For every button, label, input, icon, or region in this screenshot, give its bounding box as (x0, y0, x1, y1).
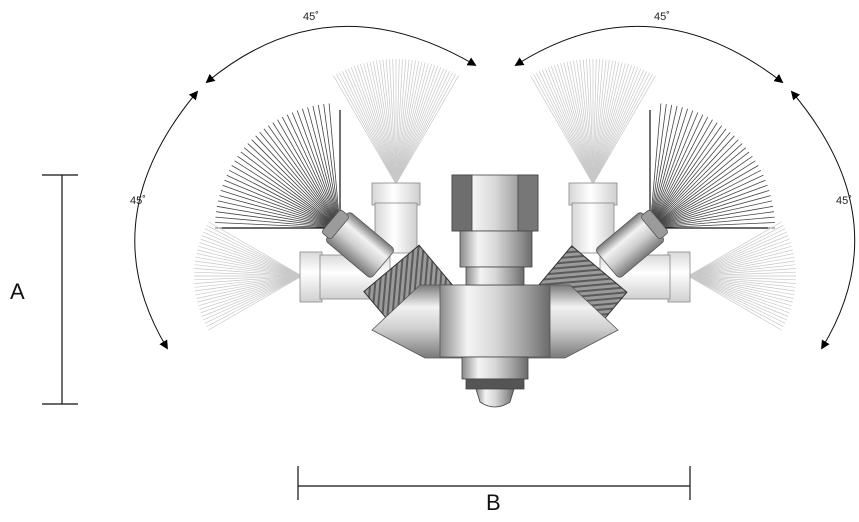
arc-side-right (790, 90, 856, 350)
right-connector (596, 209, 668, 278)
spray-fan-left-angled (215, 103, 341, 229)
dimension-b (297, 466, 691, 500)
left-connector (322, 209, 394, 278)
bottom-stem (461, 356, 529, 408)
dimension-a (42, 174, 78, 405)
spray-fan-right-upper (530, 58, 656, 185)
angle-label-side-right: 45˚ (836, 195, 852, 207)
arc-side-left (134, 90, 199, 350)
angle-label-top-left: 45˚ (303, 11, 319, 23)
angle-label-side-left: 45˚ (130, 195, 146, 207)
central-body (371, 284, 619, 359)
spray-fan-right-angled (649, 103, 775, 229)
dimension-b-label: B (486, 490, 501, 515)
spray-fan-left-side (194, 221, 303, 331)
arc-top-right (514, 25, 784, 84)
angle-label-top-right: 45˚ (654, 11, 670, 23)
left-upper-nozzle (371, 182, 421, 254)
angle-arcs (134, 25, 856, 350)
arc-top-left (205, 25, 477, 84)
dimension-a-label: A (10, 279, 25, 304)
top-hex-fitting (451, 174, 539, 286)
right-upper-nozzle (568, 182, 618, 254)
spray-fan-left-upper (333, 58, 459, 185)
spray-fan-right-side (687, 221, 796, 331)
